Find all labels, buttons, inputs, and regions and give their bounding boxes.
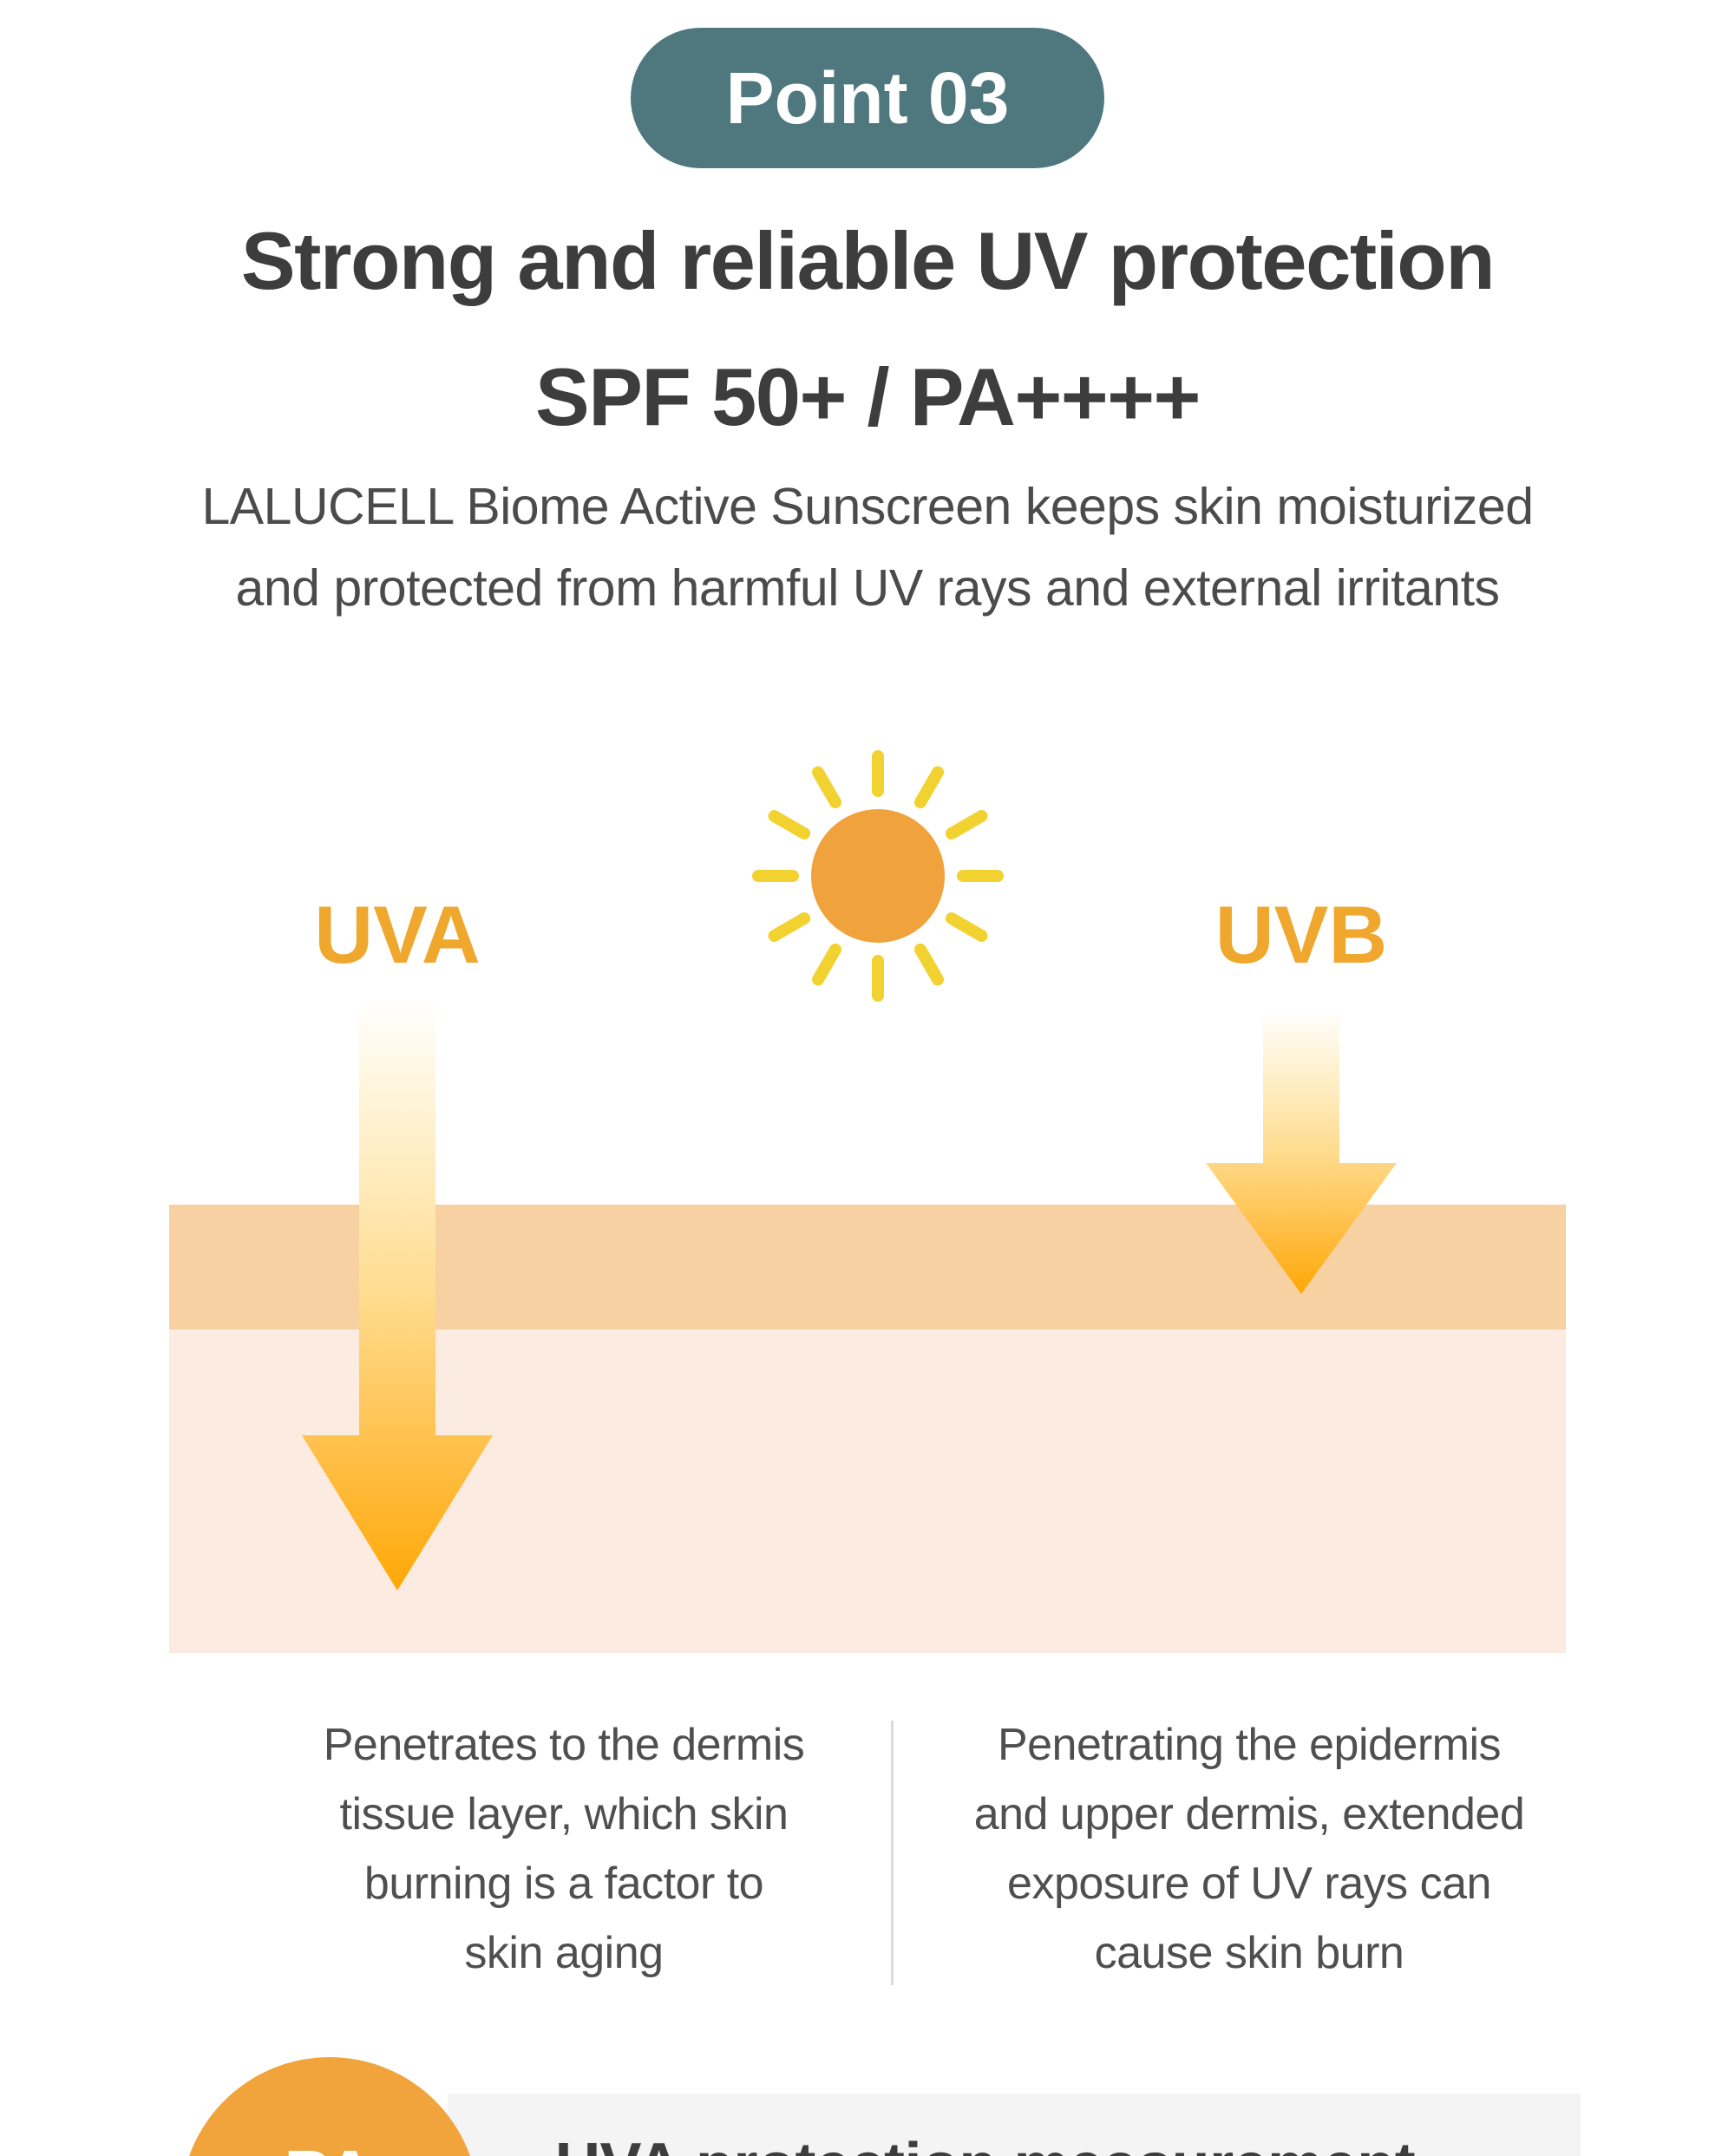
measurement-panel (448, 2094, 1581, 2156)
uva-caption: Penetrates to the dermis tissue layer, w… (323, 1720, 805, 1978)
uvb-ray-arrow-icon (1206, 1009, 1397, 1294)
sun-icon (752, 750, 1004, 1002)
pa-badge-label: PA (180, 2135, 479, 2156)
section-description: LALUCELL Biome Active Sunscreen keeps sk… (201, 478, 1534, 617)
section-title: Strong and reliable UV protection (240, 215, 1496, 306)
uva-ray-arrow-icon (302, 997, 493, 1591)
measurement-panel-title: UVA protection measurement (555, 2130, 1596, 2156)
uva-label: UVA (314, 889, 481, 980)
spf-pa-rating: SPF 50+ / PA++++ (535, 351, 1201, 442)
uvb-caption: Penetrating the epidermis and upper derm… (973, 1720, 1525, 1978)
point-03-badge: Point 03 (631, 28, 1104, 168)
uvb-label: UVB (1214, 889, 1388, 980)
pa-badge-circle: PA (180, 2057, 479, 2156)
point-03-badge-label: Point 03 (725, 56, 1010, 139)
caption-divider (891, 1721, 894, 1985)
